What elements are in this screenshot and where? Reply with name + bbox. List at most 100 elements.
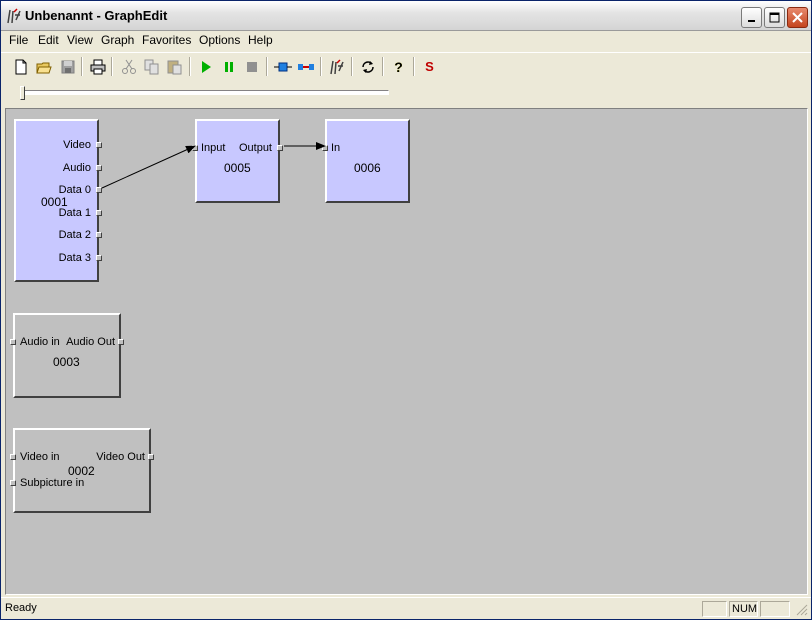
seek-icon <box>273 62 292 71</box>
output-pin-video[interactable] <box>148 454 154 460</box>
filter-id: 0002 <box>68 464 95 478</box>
pin-label-output: Output <box>238 142 272 154</box>
copy-icon <box>144 59 158 74</box>
refresh-button[interactable] <box>356 55 379 78</box>
pin-label-data-0: Data 0 <box>58 184 91 196</box>
connect-icon <box>297 63 314 70</box>
filter-0006[interactable]: In 0006 <box>322 119 410 203</box>
window-title: Unbenannt - GraphEdit <box>25 8 168 23</box>
stop-button[interactable] <box>240 55 263 78</box>
pin-label-video: Video <box>63 139 91 151</box>
copy-button[interactable] <box>140 55 163 78</box>
maximize-button[interactable] <box>764 7 785 28</box>
graphedit-app-icon <box>7 8 21 24</box>
s-button[interactable]: S <box>418 55 441 78</box>
pin-label-audio-in: Audio in <box>20 336 60 348</box>
cut-button[interactable] <box>117 55 140 78</box>
refresh-icon <box>361 60 374 73</box>
connect-button[interactable] <box>294 55 317 78</box>
pin-label-video-in: Video in <box>20 451 60 463</box>
output-pin-data-3[interactable] <box>96 255 102 261</box>
output-pin-audio[interactable] <box>118 339 124 345</box>
seek-thumb[interactable] <box>20 86 25 100</box>
app-icon <box>329 58 344 74</box>
paste-button[interactable] <box>163 55 186 78</box>
context-help-button[interactable]: ? <box>387 55 410 78</box>
status-pane-empty-1 <box>702 601 727 617</box>
output-pin-audio[interactable] <box>96 165 102 171</box>
menu-favorites[interactable]: Favorites <box>142 33 192 47</box>
close-button[interactable] <box>787 7 808 28</box>
pin-label-data-2: Data 2 <box>58 229 91 241</box>
status-pane-num: NUM <box>729 601 758 617</box>
menu-help[interactable]: Help <box>248 33 273 47</box>
filter-id: 0003 <box>53 355 80 369</box>
pin-label-audio-out: Audio Out <box>66 336 115 348</box>
pin-label-in: In <box>331 142 341 154</box>
render-button[interactable] <box>325 55 348 78</box>
menu-graph[interactable]: Graph <box>101 33 135 47</box>
filter-0005[interactable]: Input Output 0005 <box>192 119 283 203</box>
menu-view[interactable]: View <box>67 33 93 47</box>
filter-id: 0005 <box>224 161 251 175</box>
open-icon <box>35 62 52 73</box>
pause-button[interactable] <box>217 55 240 78</box>
pin-label-data-3: Data 3 <box>58 252 91 264</box>
filter-0001[interactable]: 0001 Video Audio Data 0 Data 1 Data 2 Da… <box>14 119 102 282</box>
input-pin[interactable] <box>192 145 198 151</box>
output-pin-video[interactable] <box>96 142 102 148</box>
menu-bar: File Edit View Graph Favorites Options H… <box>1 31 811 51</box>
pin-label-input: Input <box>201 142 226 154</box>
pin-label-audio: Audio <box>62 162 91 174</box>
status-pane-empty-2 <box>760 601 790 617</box>
s-icon: S <box>425 59 434 74</box>
save-icon <box>61 60 74 73</box>
resize-grip-icon[interactable] <box>796 604 808 616</box>
new-button[interactable] <box>9 55 32 78</box>
pin-label-subpicture-in: Subpicture in <box>20 477 85 489</box>
status-text: Ready <box>5 602 37 614</box>
toolbar: ? S <box>1 52 811 80</box>
filter-0003[interactable]: Audio in Audio Out 0003 <box>10 313 124 398</box>
print-button[interactable] <box>86 55 109 78</box>
graph-canvas[interactable]: 0001 Video Audio Data 0 Data 1 Data 2 Da… <box>5 108 808 595</box>
pin-label-video-out: Video Out <box>96 451 145 463</box>
input-pin-audio[interactable] <box>10 339 16 345</box>
cut-icon <box>121 59 136 74</box>
pause-icon <box>224 61 233 72</box>
open-button[interactable] <box>32 55 55 78</box>
filter-id: 0001 <box>41 195 68 209</box>
menu-options[interactable]: Options <box>199 33 241 47</box>
input-pin[interactable] <box>322 145 328 151</box>
play-button[interactable] <box>194 55 217 78</box>
seek-bar <box>1 81 811 107</box>
play-icon <box>201 60 211 73</box>
close-icon <box>792 12 803 23</box>
menu-file[interactable]: File <box>9 33 29 47</box>
paste-icon <box>167 60 181 74</box>
maximize-icon <box>769 12 780 23</box>
input-pin-video[interactable] <box>10 454 16 460</box>
stop-icon <box>246 61 257 72</box>
output-pin-data-2[interactable] <box>96 232 102 238</box>
title-bar[interactable]: Unbenannt - GraphEdit <box>1 1 811 31</box>
seek-button[interactable] <box>271 55 294 78</box>
input-pin-subpicture[interactable] <box>10 480 16 486</box>
print-icon <box>90 59 105 74</box>
output-pin[interactable] <box>277 145 283 151</box>
status-bar: Ready NUM <box>1 597 811 619</box>
help-icon: ? <box>394 58 403 75</box>
output-pin-data-0[interactable] <box>96 187 102 193</box>
pin-label-data-1: Data 1 <box>58 207 91 219</box>
save-button[interactable] <box>56 55 79 78</box>
menu-edit[interactable]: Edit <box>38 33 59 47</box>
minimize-button[interactable] <box>741 7 762 28</box>
filter-0002[interactable]: Video in Video Out 0002 Subpicture in <box>10 428 154 513</box>
filter-id: 0006 <box>354 161 381 175</box>
connection-data0-to-input[interactable] <box>101 145 196 189</box>
new-icon <box>15 59 26 74</box>
output-pin-data-1[interactable] <box>96 210 102 216</box>
seek-track[interactable] <box>21 90 389 95</box>
minimize-icon <box>747 19 755 22</box>
